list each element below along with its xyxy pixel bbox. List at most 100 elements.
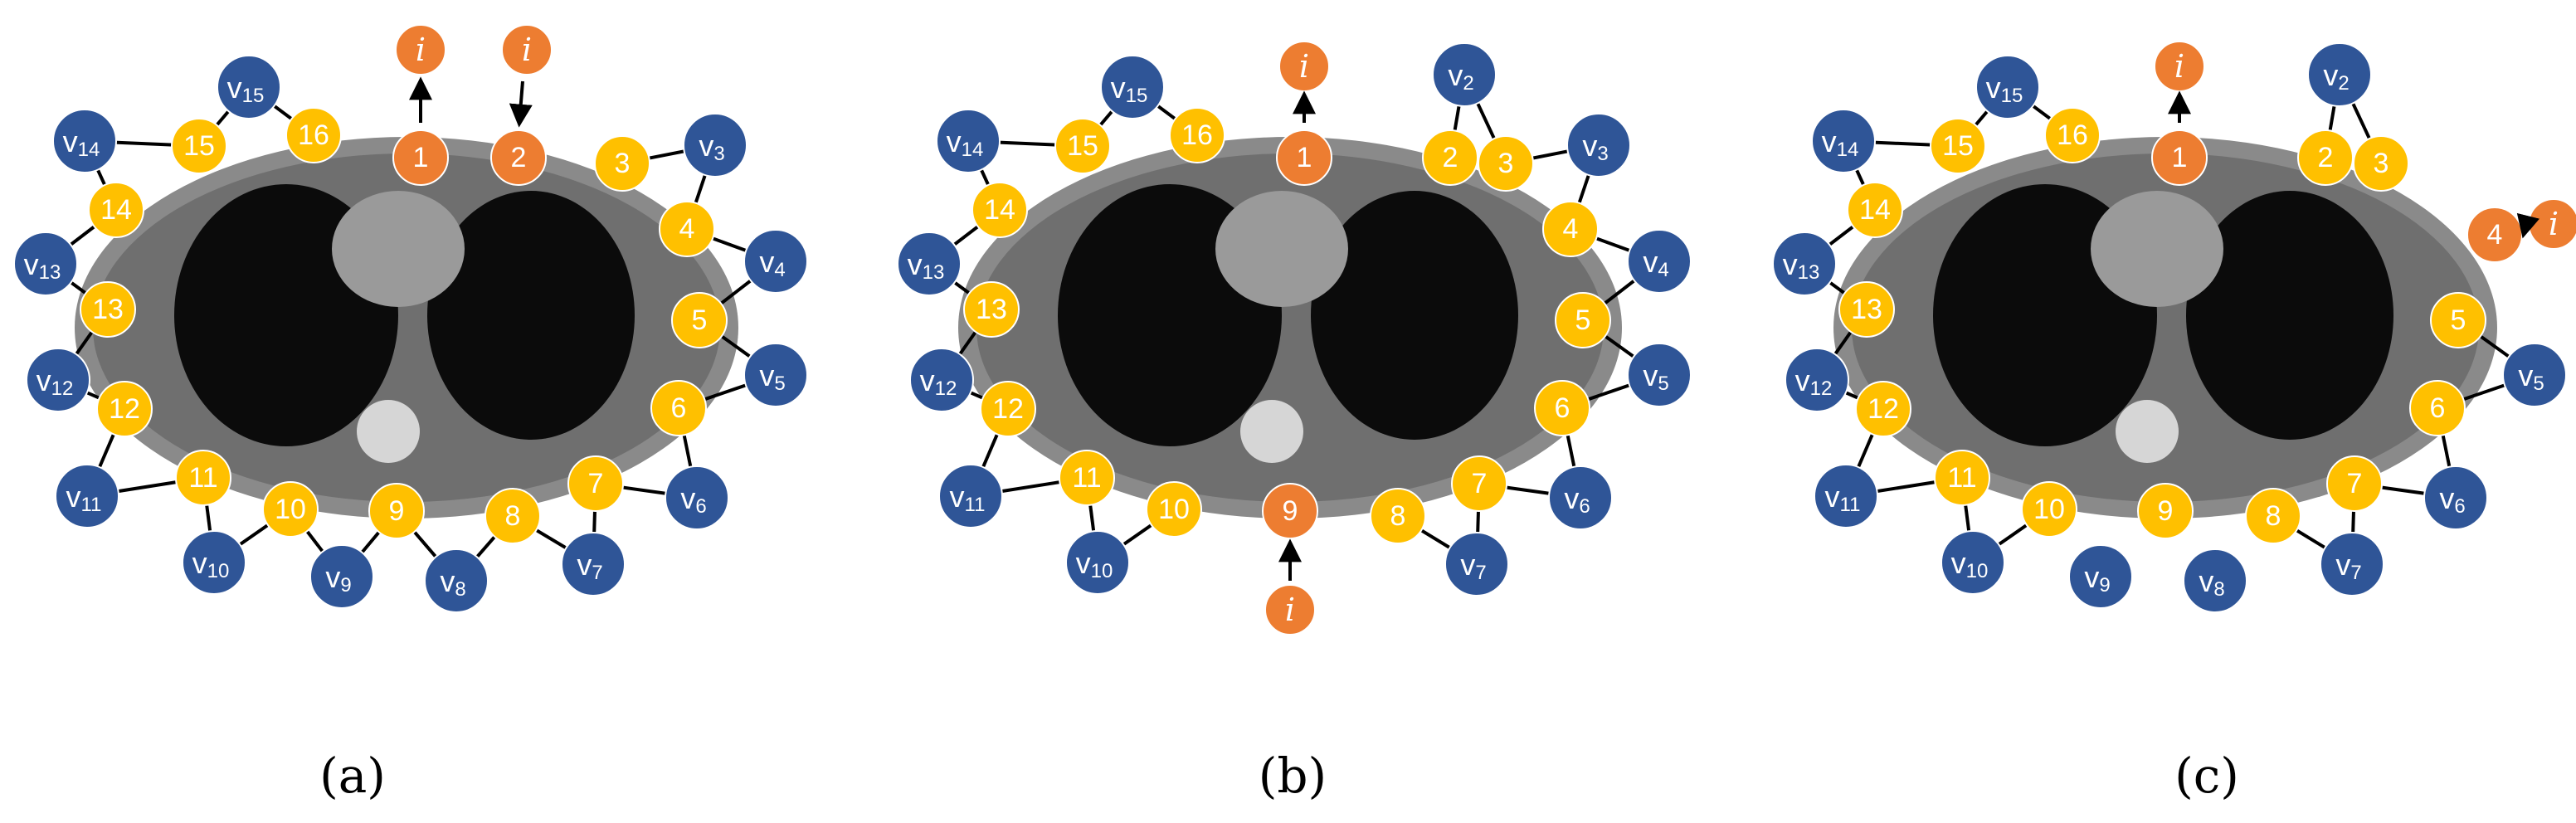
- sensor-node: [490, 129, 547, 186]
- sensor-node: [2430, 292, 2486, 348]
- sensor-label: 12: [109, 393, 140, 425]
- vertex-node: [1100, 55, 1165, 119]
- vertex-label: v10: [192, 546, 230, 582]
- sensor-label: 10: [2033, 494, 2065, 525]
- vertex-node: [1941, 530, 2005, 595]
- vertex-node: [1975, 55, 2040, 119]
- sensor-label: 5: [1575, 304, 1591, 336]
- sensor-node: [971, 182, 1028, 238]
- vertex-label: v2: [1448, 58, 1473, 95]
- info-label: i: [522, 32, 532, 68]
- vertex-node: [1444, 532, 1509, 597]
- heart: [332, 191, 465, 307]
- sensor-label: 1: [2172, 142, 2188, 173]
- vertex-label: v6: [2439, 481, 2465, 518]
- sensor-label: 1: [1297, 142, 1312, 173]
- sensor-node: [80, 281, 136, 338]
- sensor-label: 9: [389, 495, 405, 527]
- sensor-node: [1169, 107, 1225, 163]
- sensor-label: 13: [976, 294, 1007, 325]
- info-label: i: [1299, 48, 1309, 85]
- vertex-node: [897, 231, 962, 296]
- sensor-label: 14: [1859, 194, 1891, 226]
- sensor-node: [1478, 135, 1534, 192]
- sensor-node: [2137, 483, 2194, 539]
- caption-b: (b): [1259, 748, 1327, 804]
- vertex-node: [665, 465, 729, 530]
- sensor-label: 9: [1283, 495, 1298, 527]
- sensor-label: 13: [92, 294, 124, 325]
- vertex-label: v11: [950, 480, 986, 516]
- vertex-node: [561, 532, 626, 597]
- vertex-node: [55, 464, 119, 528]
- sensor-label: 4: [2487, 219, 2503, 251]
- vertex-label: v4: [759, 245, 785, 281]
- sensor-node: [1370, 488, 1426, 544]
- vertex-node: [936, 109, 1001, 173]
- vertex-label: v12: [920, 363, 957, 400]
- vertex-label: v10: [1951, 546, 1989, 582]
- sensor-label: 7: [588, 468, 604, 499]
- info-arrow: [2516, 212, 2540, 239]
- sensor-node: [2297, 129, 2354, 186]
- vertex-label: v3: [699, 129, 724, 165]
- vertex-label: v15: [1986, 71, 2023, 107]
- vertex-label: v13: [24, 247, 61, 284]
- sensor-label: 12: [992, 393, 1024, 425]
- vertex-node: [2502, 343, 2567, 407]
- sensor-label: 14: [984, 194, 1015, 226]
- sensor-node: [1262, 483, 1318, 539]
- vertex-label: v7: [2335, 548, 2361, 584]
- sensor-label: 3: [2374, 148, 2389, 179]
- sensor-label: 6: [2430, 392, 2446, 424]
- sensor-node: [1534, 380, 1590, 436]
- sensor-label: 10: [1158, 494, 1190, 525]
- sensor-node: [1451, 455, 1507, 512]
- vertex-node: [1432, 42, 1497, 107]
- vertex-label: v11: [66, 480, 102, 516]
- sensor-label: 11: [1072, 462, 1101, 494]
- vertex-label: v13: [1783, 247, 1820, 284]
- vertex-node: [743, 343, 808, 407]
- vertex-label: v13: [908, 247, 945, 284]
- sensor-node: [1855, 381, 1911, 437]
- sensor-label: 15: [183, 130, 215, 162]
- sensor-label: 7: [1472, 468, 1488, 499]
- info-label: i: [416, 32, 426, 68]
- sensor-node: [1934, 450, 1990, 506]
- sensor-node: [2151, 129, 2208, 186]
- vertex-node: [26, 348, 90, 412]
- sensor-label: 11: [188, 462, 217, 494]
- sensor-label: 2: [2318, 142, 2334, 173]
- sensor-node: [1847, 182, 1903, 238]
- right-lung: [2186, 191, 2393, 440]
- vertex-node: [909, 348, 974, 412]
- sensor-label: 14: [100, 194, 132, 226]
- vertex-node: [309, 544, 374, 609]
- heart: [1215, 191, 1348, 307]
- vertex-node: [1566, 113, 1631, 178]
- vertex-label: v6: [680, 481, 706, 518]
- sensor-label: 3: [1498, 148, 1514, 179]
- right-lung: [1311, 191, 1518, 440]
- sensor-node: [1054, 118, 1111, 174]
- vertex-label: v11: [1825, 480, 1861, 516]
- vertex-label: v12: [37, 363, 74, 400]
- sensor-node: [1146, 481, 1202, 538]
- info-label: i: [2549, 206, 2559, 242]
- sensor-label: 4: [679, 213, 695, 245]
- sensor-node: [262, 481, 319, 538]
- sensor-label: 5: [2451, 304, 2466, 336]
- sensor-label: 6: [671, 392, 687, 424]
- vertex-node: [1065, 530, 1130, 595]
- info-label: i: [1285, 592, 1295, 628]
- vertex-label: v8: [440, 564, 465, 601]
- sensor-node: [671, 292, 728, 348]
- sensor-node: [650, 380, 707, 436]
- sensor-node: [392, 129, 449, 186]
- vertex-node: [1627, 229, 1692, 294]
- vertex-label: v14: [947, 124, 984, 161]
- info-node: [1264, 584, 1316, 636]
- vertex-node: [52, 109, 117, 173]
- vertex-label: v2: [2323, 58, 2349, 95]
